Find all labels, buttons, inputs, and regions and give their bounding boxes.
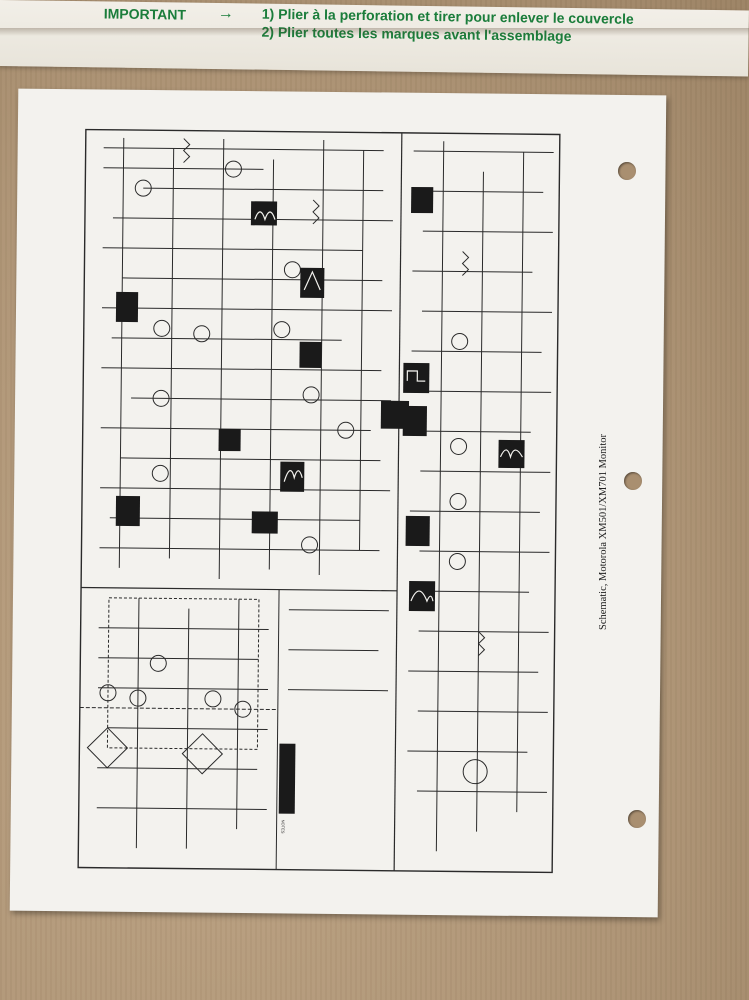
schematic-title: Schematic, Motorola XM501/XM701 Monitor [588, 330, 609, 630]
box-edge-shadow [0, 28, 749, 36]
instruction-banner: IMPORTANT → 1) Plier à la perforation et… [0, 0, 749, 77]
svg-text:NOTES: NOTES [281, 820, 286, 834]
binder-hole-bottom [628, 810, 646, 828]
schematic-title-text: Schematic, Motorola XM501/XM701 Monitor [598, 434, 609, 630]
important-label: IMPORTANT [103, 5, 187, 23]
binder-hole-middle [624, 472, 642, 490]
schematic-diagram: NOTES [77, 128, 561, 874]
binder-hole-top [618, 162, 636, 180]
arrow-icon: → [217, 5, 234, 23]
